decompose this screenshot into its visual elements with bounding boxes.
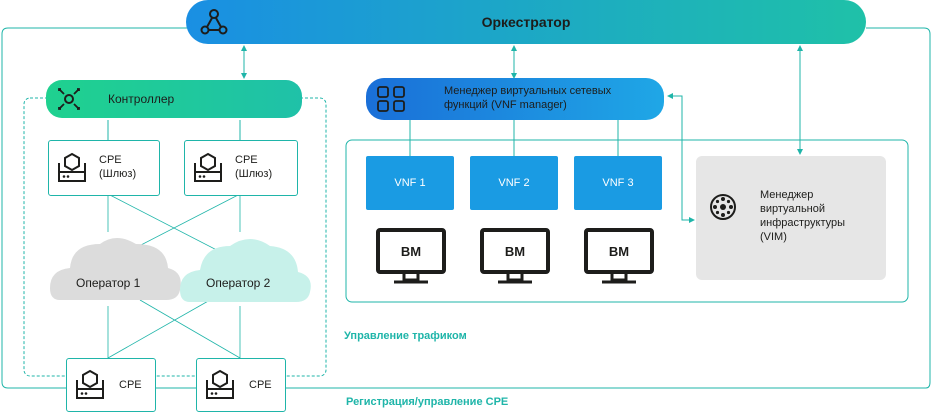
traffic-frame <box>345 139 909 303</box>
vnf-manager-node[interactable]: Менеджер виртуальных сетевых функций (VN… <box>366 78 664 120</box>
gateway-cpe-1[interactable]: CPE (Шлюз) <box>48 140 160 196</box>
vnf-box-3[interactable]: VNF 3 <box>574 156 662 210</box>
bm-label-1: ВМ <box>401 244 421 259</box>
vnf-box-2[interactable]: VNF 2 <box>470 156 558 210</box>
gateway-cpe-2[interactable]: CPE (Шлюз) <box>184 140 298 196</box>
bm-monitor-2 <box>480 228 550 274</box>
vnf-manager-line1: Менеджер виртуальных сетевых <box>444 85 612 97</box>
cpe-device-icon <box>55 151 89 185</box>
workflow-icon <box>200 8 228 36</box>
vnf-manager-line2: функций (VNF manager) <box>444 99 567 111</box>
vim-line1: Менеджер <box>760 189 814 201</box>
controller-title: Контроллер <box>108 92 175 106</box>
gateway-cpe-2-line1: CPE <box>235 154 258 166</box>
gateway-cpe-2-line2: (Шлюз) <box>235 168 273 180</box>
vim-line4: (VIM) <box>760 231 787 243</box>
edge-cpe-1-label: CPE <box>119 379 142 391</box>
vim-icon <box>708 192 738 222</box>
edge-cpe-2[interactable]: CPE <box>196 358 286 412</box>
gateway-cpe-1-line1: CPE <box>99 154 122 166</box>
orchestrator-title: Оркестратор <box>481 14 571 30</box>
vnf-label-3: VNF 3 <box>602 177 634 189</box>
bm-label-3: ВМ <box>609 244 629 259</box>
bm-monitor-3 <box>584 228 654 274</box>
registration-frame <box>1 27 931 389</box>
edge-cpe-2-label: CPE <box>249 379 272 391</box>
controller-icon <box>56 86 82 112</box>
bm-monitor-1 <box>376 228 446 274</box>
gateway-cpe-1-line2: (Шлюз) <box>99 168 137 180</box>
cpe-device-icon <box>73 368 107 402</box>
cpe-device-icon <box>203 368 237 402</box>
cloud-operator-2 <box>180 239 311 302</box>
vnf-manager-icon <box>376 85 406 113</box>
vnf-label-1: VNF 1 <box>394 177 426 189</box>
cpe-device-icon <box>191 151 225 185</box>
arrow-vnfm-vim <box>667 93 695 223</box>
registration-caption: Регистрация/управление CPE <box>344 396 511 408</box>
vim-node[interactable]: Менеджер виртуальной инфраструктуры (VIM… <box>696 156 886 280</box>
vnf-box-1[interactable]: VNF 1 <box>366 156 454 210</box>
vim-line3: инфраструктуры <box>760 217 846 229</box>
bm-label-2: ВМ <box>505 244 525 259</box>
traffic-caption: Управление трафиком <box>344 330 467 342</box>
cloud-operator-1 <box>50 238 181 300</box>
vim-line2: виртуальной <box>760 203 826 215</box>
vnf-label-2: VNF 2 <box>498 177 530 189</box>
orchestrator-node[interactable]: Оркестратор <box>186 0 866 44</box>
operator-2-label: Оператор 2 <box>206 276 271 290</box>
edge-cpe-1[interactable]: CPE <box>66 358 156 412</box>
operator-1-label: Оператор 1 <box>76 276 141 290</box>
controller-node[interactable]: Контроллер <box>46 80 302 118</box>
